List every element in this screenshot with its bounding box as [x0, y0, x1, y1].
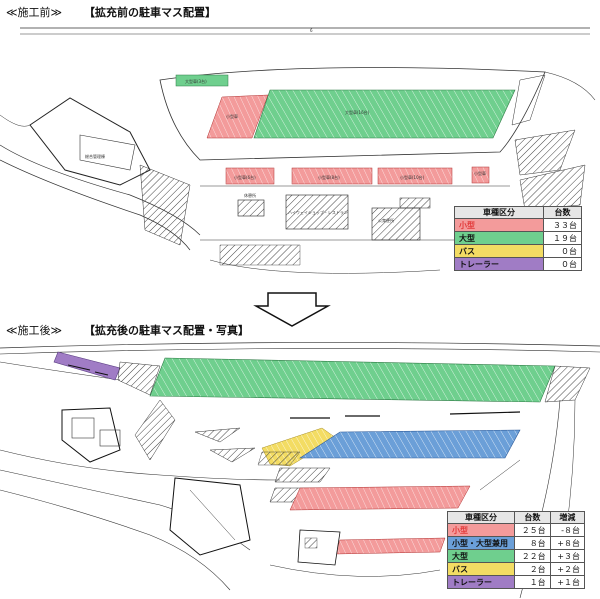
- before-label-building-1: 総合管理棟: [85, 153, 105, 159]
- after-trailer-stall: [53, 351, 121, 381]
- before-label-small-c: 小型車(8台): [318, 174, 340, 180]
- before-large-stalls-main: [253, 89, 516, 139]
- before-large-stall-small: [175, 74, 229, 87]
- table-row: バス ２台 +２台: [447, 562, 586, 576]
- after-row-change: +３台: [549, 549, 586, 563]
- before-label-small-b: 小型車(6台): [234, 174, 256, 180]
- before-table-header-count: 台数: [543, 206, 582, 219]
- before-section-label: ≪施工前≫: [6, 6, 63, 19]
- after-summary-table: 車種区分 台数 増減 小型 ２５台 -８台 小型・大型兼用 ８台 +８台 大型 …: [447, 511, 586, 589]
- before-row-type: 小型: [454, 218, 544, 232]
- before-small-stalls-e: [471, 166, 490, 184]
- after-row-change: +２台: [549, 562, 586, 576]
- after-row-count: ２５台: [514, 523, 551, 537]
- after-small-stalls-a: [289, 485, 471, 511]
- after-table-header-type: 車種区分: [447, 511, 515, 524]
- before-label-large-small: 大型車(3台): [185, 78, 207, 84]
- after-row-count: ８台: [514, 536, 551, 550]
- before-label-building-3: ハイウェイショップ・レストラン: [288, 209, 348, 215]
- before-row-type: バス: [454, 244, 544, 258]
- before-row-count: ０台: [543, 257, 582, 271]
- before-building-4: [371, 207, 421, 241]
- before-label-small-e: 小型車: [474, 170, 486, 176]
- before-section-title: ≪施工前≫ 【拡充前の駐車マス配置】: [6, 4, 216, 20]
- before-table-header-type: 車種区分: [454, 206, 544, 219]
- before-row-count: ３３台: [543, 218, 582, 232]
- after-site-plan: [0, 342, 600, 598]
- table-row: 大型 １９台: [454, 231, 582, 245]
- after-row-change: +１台: [549, 575, 586, 589]
- table-row: バス ０台: [454, 244, 582, 258]
- before-building-3: [285, 194, 349, 230]
- table-row: 大型 ２２台 +３台: [447, 549, 586, 563]
- after-row-count: １台: [514, 575, 551, 589]
- before-label-small-d: 小型車(10台): [400, 174, 425, 180]
- after-row-change: -８台: [549, 523, 586, 537]
- after-table-header-count: 台数: [514, 511, 551, 524]
- before-row-count: ０台: [543, 244, 582, 258]
- before-building-2: [237, 199, 265, 217]
- before-label-building-4: 公衆便所: [378, 217, 394, 223]
- before-small-stalls-c: [291, 167, 373, 185]
- table-row: 小型 ２５台 -８台: [447, 523, 586, 537]
- after-row-count: ２２台: [514, 549, 551, 563]
- before-small-stalls-b: [225, 167, 275, 185]
- down-arrow-icon: [253, 292, 331, 327]
- before-heading: 【拡充前の駐車マス配置】: [84, 6, 217, 19]
- after-row-type: 小型・大型兼用: [447, 536, 515, 550]
- table-row: トレーラー １台 +１台: [447, 575, 586, 589]
- after-row-change: +８台: [549, 536, 586, 550]
- after-row-type: トレーラー: [447, 575, 515, 589]
- after-row-count: ２台: [514, 562, 551, 576]
- before-label-small-a: 小型車: [226, 113, 238, 119]
- before-site-plan: 6 大型車(3台) 小型車 大型車(16台) 小型車(6台) 小型車(8台) 小…: [0, 27, 596, 274]
- table-row: 小型・大型兼用 ８台 +８台: [447, 536, 586, 550]
- before-label-building-2: 休憩所: [244, 192, 256, 198]
- after-row-type: バス: [447, 562, 515, 576]
- before-row-count: １９台: [543, 231, 582, 245]
- after-section-title: ≪施工後≫ 【拡充後の駐車マス配置・写真】: [6, 322, 249, 338]
- after-combined-stalls: [298, 429, 521, 459]
- after-small-stalls-b: [334, 537, 446, 555]
- after-section-label: ≪施工後≫: [6, 324, 63, 337]
- table-row: 小型 ３３台: [454, 218, 582, 232]
- after-row-type: 大型: [447, 549, 515, 563]
- before-label-large-main: 大型車(16台): [345, 109, 370, 115]
- after-heading: 【拡充後の駐車マス配置・写真】: [84, 324, 250, 337]
- after-table-header-change: 増減: [549, 511, 586, 524]
- svg-text:6: 6: [310, 28, 313, 33]
- after-large-stalls: [149, 357, 556, 403]
- before-small-stalls-a: [206, 94, 269, 139]
- after-row-type: 小型: [447, 523, 515, 537]
- before-small-stalls-d: [377, 167, 453, 185]
- before-summary-table: 車種区分 台数 小型 ３３台 大型 １９台 バス ０台 トレーラー ０台: [454, 206, 582, 271]
- table-row: トレーラー ０台: [454, 257, 582, 271]
- before-row-type: 大型: [454, 231, 544, 245]
- before-row-type: トレーラー: [454, 257, 544, 271]
